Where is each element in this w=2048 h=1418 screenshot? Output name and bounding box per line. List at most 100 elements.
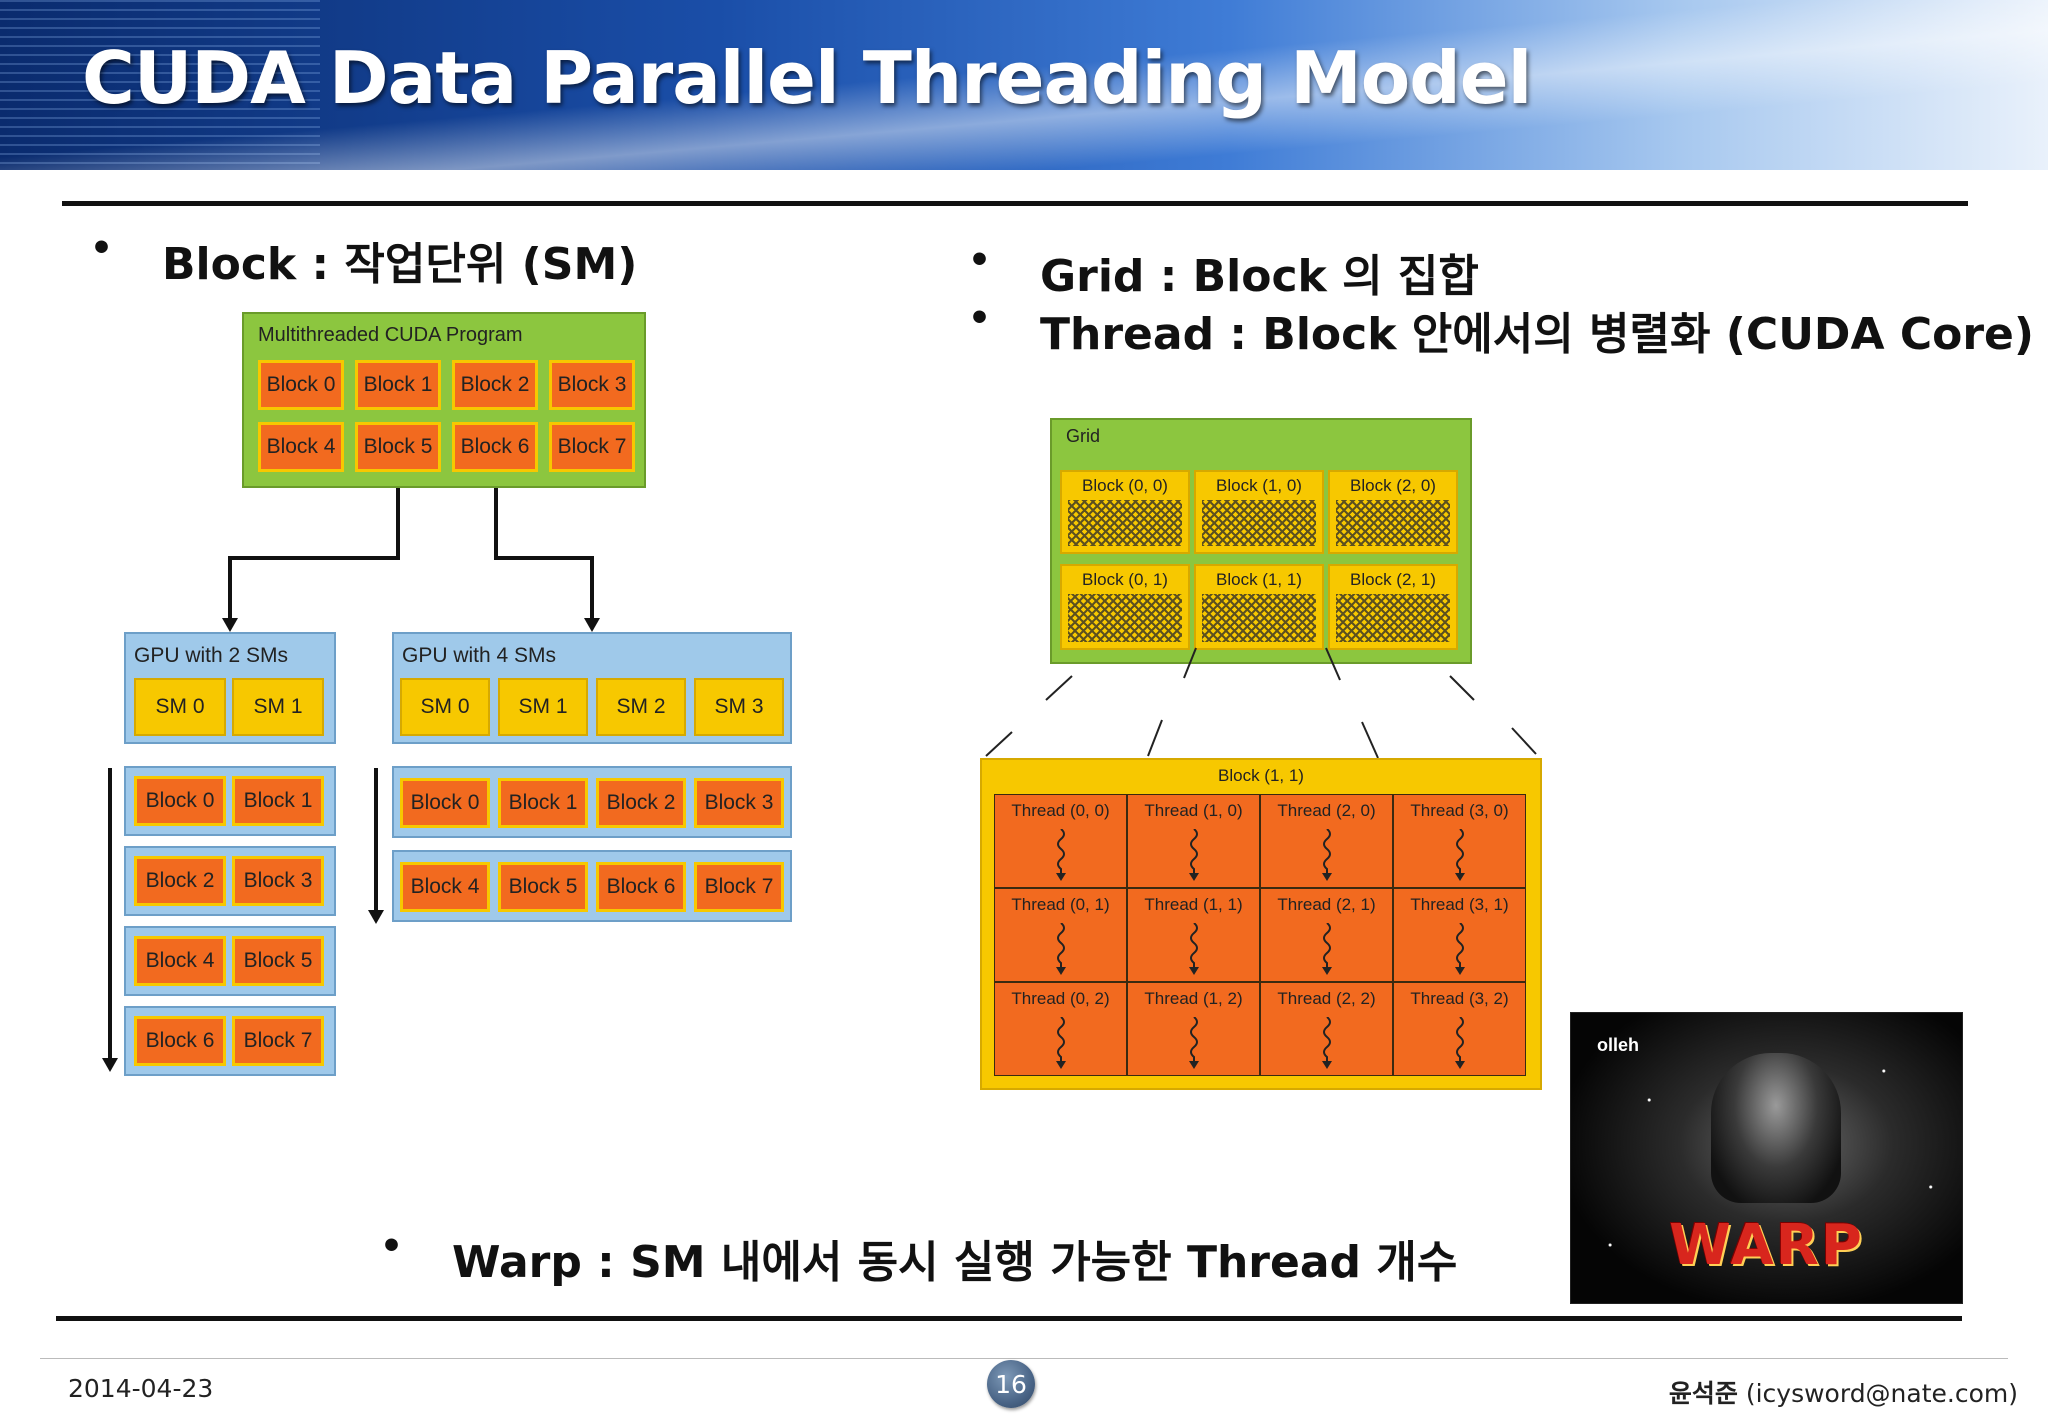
thread-label: Thread (1, 0) [1144, 801, 1243, 820]
sm-box: SM 0 [400, 678, 490, 736]
grid-block: Block (1, 1) [1194, 564, 1324, 650]
thread-arrow-icon [1454, 923, 1465, 975]
thread-cell: Thread (1, 1) [1127, 888, 1260, 982]
grid-block-label: Block (1, 0) [1216, 476, 1302, 495]
thread-label: Thread (1, 2) [1144, 989, 1243, 1008]
title-banner [0, 0, 2048, 170]
thread-arrow-icon [1188, 829, 1199, 881]
bullet-dot: • [90, 228, 114, 269]
thread-arrow-icon [1454, 1017, 1465, 1069]
warp-threads-pattern [1202, 500, 1316, 546]
program-block: Block 4 [258, 422, 344, 472]
scheduled-block: Block 0 [134, 776, 226, 826]
scheduled-block: Block 3 [694, 778, 784, 828]
program-block: Block 5 [355, 422, 441, 472]
thread-cell: Thread (1, 2) [1127, 982, 1260, 1076]
top-rule [62, 201, 1968, 206]
thread-cell: Thread (3, 2) [1393, 982, 1526, 1076]
thread-arrow-icon [1055, 829, 1066, 881]
thread-cell: Thread (2, 0) [1260, 794, 1393, 888]
scheduled-block: Block 2 [134, 856, 226, 906]
program-block: Block 0 [258, 360, 344, 410]
scheduled-block: Block 1 [498, 778, 588, 828]
photo-brand-logo: olleh [1597, 1035, 1640, 1055]
program-block: Block 7 [549, 422, 635, 472]
scheduled-block: Block 7 [694, 862, 784, 912]
thread-label: Thread (1, 1) [1144, 895, 1243, 914]
sm-box: SM 2 [596, 678, 686, 736]
warp-photo: olleh WARP [1570, 1012, 1963, 1304]
grid-block-label: Block (2, 1) [1350, 570, 1436, 589]
thread-label: Thread (2, 1) [1277, 895, 1376, 914]
grid-block: Block (1, 0) [1194, 470, 1324, 554]
scheduled-block: Block 6 [596, 862, 686, 912]
program-label: Multithreaded CUDA Program [258, 324, 523, 346]
thread-arrow-icon [1188, 923, 1199, 975]
thread-cell: Thread (3, 1) [1393, 888, 1526, 982]
scheduled-block: Block 5 [232, 936, 324, 986]
warp-threads-pattern [1202, 594, 1316, 642]
zoomed-block-label: Block (1, 1) [1218, 766, 1304, 785]
gpu-4-sms-label: GPU with 4 SMs [402, 644, 557, 667]
grid-block: Block (0, 1) [1060, 564, 1190, 650]
bullet-dot: • [968, 240, 992, 281]
thread-cell: Thread (0, 1) [994, 888, 1127, 982]
thread-label: Thread (0, 1) [1011, 895, 1110, 914]
program-block: Block 6 [452, 422, 538, 472]
slide-title: CUDA Data Parallel Threading Model [82, 36, 1532, 120]
thread-label: Thread (0, 0) [1011, 801, 1110, 820]
footer-date: 2014-04-23 [68, 1374, 214, 1403]
bottom-rule [56, 1316, 1962, 1321]
thread-label: Thread (2, 0) [1277, 801, 1376, 820]
scheduled-block: Block 3 [232, 856, 324, 906]
sm-box: SM 1 [232, 678, 324, 736]
bullet-thread-text: Thread : Block 안에서의 병렬화 (CUDA Core) [1040, 309, 2034, 360]
thread-arrow-icon [1321, 1017, 1332, 1069]
sm-box: SM 3 [694, 678, 784, 736]
scheduled-block: Block 4 [134, 936, 226, 986]
bullet-dot: • [380, 1226, 404, 1267]
thread-arrow-icon [1055, 923, 1066, 975]
program-block: Block 2 [452, 360, 538, 410]
page-number-badge: 16 [987, 1360, 1035, 1408]
grid-block-label: Block (0, 0) [1082, 476, 1168, 495]
warp-threads-pattern [1068, 594, 1182, 642]
sm-box: SM 1 [498, 678, 588, 736]
gpu-2-sms-label: GPU with 2 SMs [134, 644, 289, 667]
thread-arrow-icon [1454, 829, 1465, 881]
thread-arrow-icon [1055, 1017, 1066, 1069]
scheduled-block: Block 1 [232, 776, 324, 826]
sm-box: SM 0 [134, 678, 226, 736]
thread-label: Thread (3, 2) [1410, 989, 1509, 1008]
grid-block-label: Block (1, 1) [1216, 570, 1302, 589]
thread-label: Thread (3, 0) [1410, 801, 1509, 820]
warp-threads-pattern [1068, 500, 1182, 546]
grid-block-label: Block (0, 1) [1082, 570, 1168, 589]
scheduled-block: Block 2 [596, 778, 686, 828]
banner-code-texture [0, 0, 320, 170]
bullet-grid-text: Grid : Block 의 집합 [1040, 251, 1479, 302]
author-email: (icysword@nate.com) [1745, 1379, 2018, 1408]
grid-label: Grid [1066, 426, 1101, 446]
thread-cell: Thread (0, 2) [994, 982, 1127, 1076]
footer-hairline [40, 1358, 2008, 1359]
thread-cell: Thread (1, 0) [1127, 794, 1260, 888]
thread-cell: Thread (2, 1) [1260, 888, 1393, 982]
bullet-block-text: Block : 작업단위 (SM) [162, 239, 638, 290]
warp-threads-pattern [1336, 594, 1450, 642]
bullet-warp-text: Warp : SM 내에서 동시 실행 가능한 Thread 개수 [452, 1237, 1458, 1288]
grid-block-label: Block (2, 0) [1350, 476, 1436, 495]
thread-arrow-icon [1188, 1017, 1199, 1069]
photo-caption: WARP [1669, 1213, 1864, 1278]
thread-label: Thread (2, 2) [1277, 989, 1376, 1008]
author-name: 윤석준 [1668, 1379, 1738, 1408]
scheduled-block: Block 6 [134, 1016, 226, 1066]
program-block: Block 3 [549, 360, 635, 410]
grid-block: Block (2, 0) [1328, 470, 1458, 554]
thread-label: Thread (0, 2) [1011, 989, 1110, 1008]
warp-threads-pattern [1336, 500, 1450, 546]
thread-cell: Thread (0, 0) [994, 794, 1127, 888]
program-block: Block 1 [355, 360, 441, 410]
